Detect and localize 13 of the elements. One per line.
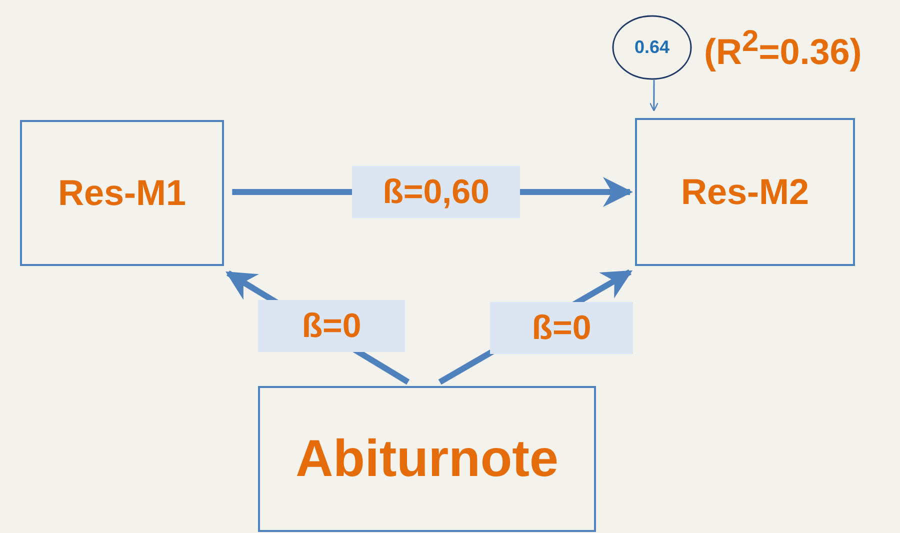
value-ellipse [612, 15, 692, 80]
r-squared-note: (R$^{2}$=0.36) [704, 25, 862, 73]
variable-name: Abiturnote [296, 429, 558, 489]
coefficient-value: 0.64 [634, 37, 670, 58]
variable-box [635, 118, 855, 266]
arrow [649, 80, 659, 112]
edge-label: ß=0,60 [352, 166, 520, 218]
edge-label: ß=0 [258, 300, 405, 352]
variable-name: Res-M2 [680, 171, 810, 213]
variable-name: Res-M1 [58, 172, 186, 214]
variable-box [20, 120, 224, 266]
variable-box [258, 386, 596, 532]
edge-label: ß=0 [490, 302, 633, 354]
